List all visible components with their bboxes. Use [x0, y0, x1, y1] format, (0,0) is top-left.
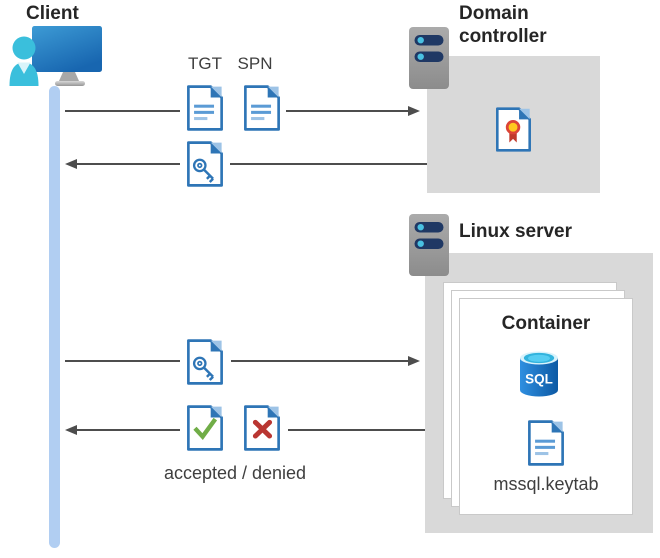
service-ticket-document-icon	[187, 141, 223, 187]
monitor-icon	[32, 26, 102, 86]
keytab-filename: mssql.keytab	[493, 474, 599, 494]
arrowhead-left-icon	[65, 158, 77, 169]
container-title: Container	[501, 313, 591, 334]
domain-controller-title: Domain controller	[459, 3, 547, 48]
client-device-icon	[9, 26, 102, 86]
container-card-front	[459, 298, 633, 515]
keytab-document-icon	[528, 420, 564, 466]
sql-badge-label: SQL	[525, 372, 553, 387]
tgt-label: TGT	[188, 54, 222, 73]
sql-database-icon: SQL	[520, 351, 558, 397]
spn-label: SPN	[237, 54, 273, 73]
arrowhead-right-icon	[408, 355, 420, 366]
tgt-document-icon	[187, 85, 223, 131]
person-icon	[9, 36, 39, 86]
response-label: accepted / denied	[163, 463, 307, 483]
denied-document-icon	[244, 405, 280, 451]
client-lifeline	[49, 86, 60, 548]
linux-server-icon	[409, 214, 449, 276]
certificate-icon	[496, 107, 531, 152]
accepted-document-icon	[187, 405, 223, 451]
client-title: Client	[26, 3, 79, 24]
arrowhead-right-icon	[408, 105, 420, 116]
arrowhead-left-icon	[65, 424, 77, 435]
service-ticket-document-icon-2	[187, 339, 223, 385]
linux-server-title: Linux server	[459, 221, 572, 242]
domain-controller-server-icon	[409, 27, 449, 89]
spn-document-icon	[244, 85, 280, 131]
